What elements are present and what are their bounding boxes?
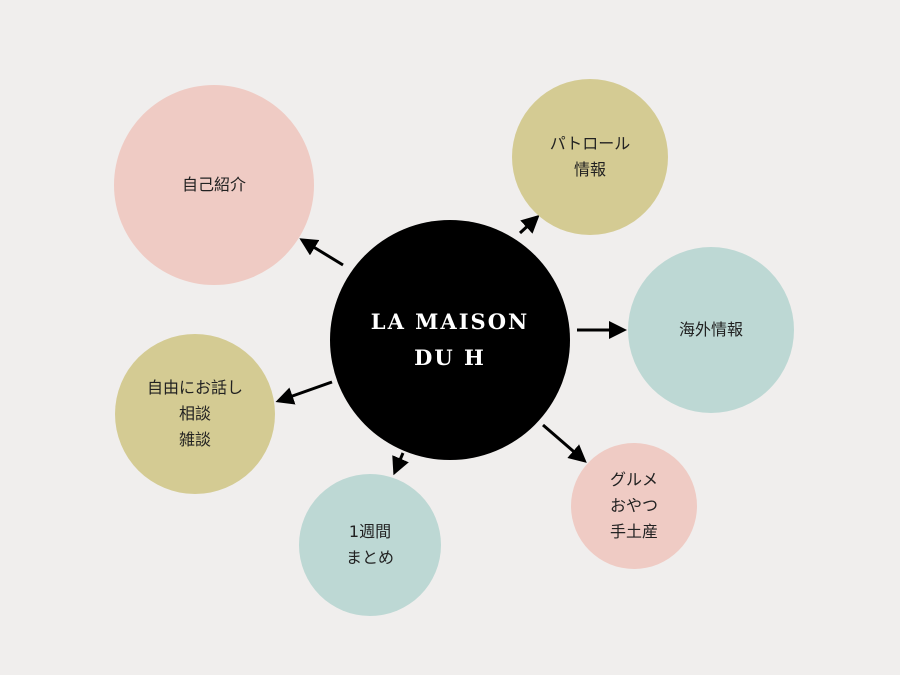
node-label: 相談 bbox=[178, 404, 211, 423]
node-label: 自己紹介 bbox=[181, 175, 246, 194]
node-label: 雑談 bbox=[178, 430, 211, 449]
arrow-to-self-intro bbox=[299, 238, 344, 267]
node-label: 1週間 bbox=[348, 522, 392, 541]
node-self-intro: 自己紹介 bbox=[114, 85, 314, 285]
node-patrol: パトロール 情報 bbox=[512, 79, 668, 235]
node-label: 情報 bbox=[573, 160, 606, 179]
node-weekly: 1週間 まとめ bbox=[299, 474, 441, 616]
node-free-talk: 自由にお話し 相談 雑談 bbox=[115, 334, 275, 494]
center-title-line2: DU H bbox=[414, 345, 486, 370]
node-label: おやつ bbox=[609, 496, 658, 515]
node-label: グルメ bbox=[609, 470, 658, 489]
node-label: 自由にお話し bbox=[146, 378, 243, 397]
node-gourmet: グルメ おやつ 手土産 bbox=[571, 443, 697, 569]
node-label: 海外情報 bbox=[678, 320, 743, 339]
arrow-to-patrol bbox=[518, 214, 540, 235]
arrow-to-gourmet bbox=[542, 423, 587, 463]
node-label: まとめ bbox=[345, 548, 394, 567]
node-label: パトロール bbox=[549, 134, 631, 153]
node-label: 手土産 bbox=[609, 522, 658, 541]
arrow-to-weekly bbox=[392, 452, 409, 476]
arrow-to-free-talk bbox=[275, 380, 333, 405]
center-title-line1: LA MAISON bbox=[370, 309, 530, 334]
node-overseas: 海外情報 bbox=[628, 247, 794, 413]
center-node: LA MAISON DU H bbox=[330, 220, 570, 460]
